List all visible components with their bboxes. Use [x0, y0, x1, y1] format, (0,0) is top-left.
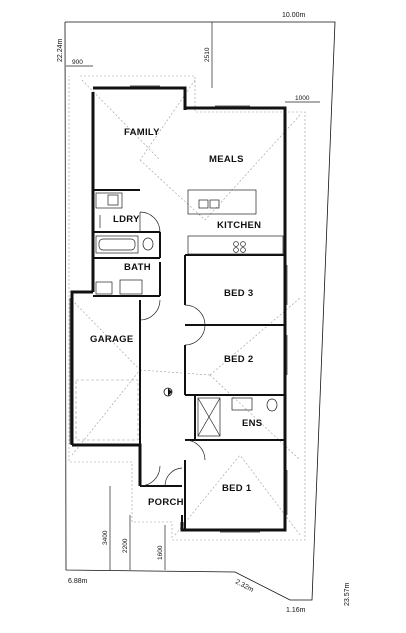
dim-side-right: 1000: [295, 95, 310, 102]
room-label-family: FAMILY: [124, 127, 160, 138]
dim-side-left: 900: [72, 59, 83, 66]
dim-right-depth: 23.57m: [344, 582, 351, 606]
dim-bottom-right: 1.16m: [286, 607, 306, 614]
room-label-ensuite: ENS: [242, 418, 262, 429]
windows: [130, 85, 288, 533]
room-label-kitchen: KITCHEN: [217, 220, 261, 231]
room-label-bed1: BED 1: [222, 483, 252, 494]
kitchen-bench: [187, 189, 284, 255]
dim-left-depth: 22.24m: [57, 38, 64, 62]
room-label-garage: GARAGE: [90, 334, 134, 345]
dim-rear: 2510: [204, 47, 211, 62]
dim-top-width: 10.00m: [282, 12, 306, 19]
room-label-meals: MEALS: [209, 154, 244, 165]
exterior-walls: [70, 86, 287, 532]
roof-outline: [68, 75, 306, 541]
room-label-porch: PORCH: [148, 497, 184, 508]
site-boundary: [64, 21, 336, 601]
room-label-bed3: BED 3: [224, 288, 253, 299]
setback-dims: [66, 22, 320, 570]
room-label-bed2: BED 2: [224, 354, 253, 365]
dim-bottom-diag: 2.32m: [234, 579, 255, 594]
interior-walls: [93, 189, 285, 530]
door-swings: [139, 211, 206, 487]
garage-detail: [69, 298, 139, 444]
bath-fixtures: [95, 235, 154, 295]
room-label-laundry: LDRY: [113, 214, 140, 225]
laundry-fixtures: [95, 192, 123, 228]
room-label-bath: BATH: [124, 262, 151, 273]
ensuite-fixtures: [197, 397, 278, 437]
dim-front-porch: 3400: [102, 530, 109, 545]
dim-front-garage: 2200: [122, 538, 129, 553]
entry-marker: [163, 387, 173, 397]
dim-front-bed1: 1600: [157, 545, 164, 560]
dim-bottom-left: 6.88m: [68, 578, 88, 585]
